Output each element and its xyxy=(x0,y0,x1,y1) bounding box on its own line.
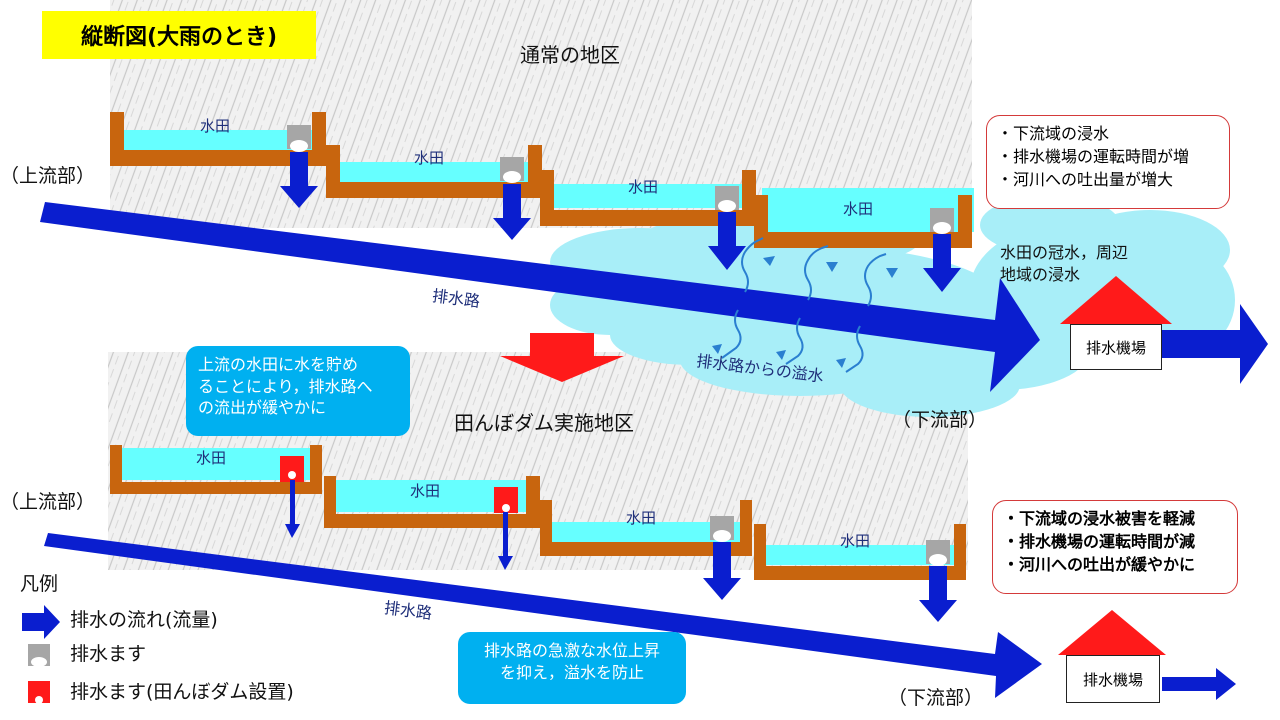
paddy-label-top-2: 水田 xyxy=(414,149,445,167)
top-note-3: ・河川への吐出量が増大 xyxy=(997,170,1174,190)
paddy-label-top-1: 水田 xyxy=(200,117,231,135)
overflow-arrows xyxy=(721,237,887,373)
bottom-note-3: ・河川への吐出が緩やかに xyxy=(1003,555,1196,575)
paddy-label-bottom-1: 水田 xyxy=(196,449,227,467)
legend-title: 凡例 xyxy=(20,573,59,595)
drain-box-top-1 xyxy=(280,125,318,208)
drain-box-top-4 xyxy=(923,208,961,292)
pump-station-bottom-label: 排水機場 xyxy=(1066,655,1160,703)
paddy-label-bottom-4: 水田 xyxy=(840,532,871,550)
paddy-dam-box-bottom-2 xyxy=(494,487,518,570)
top-downstream-label: （下流部） xyxy=(892,409,988,431)
drain-channel-arrow-top xyxy=(40,202,1040,392)
callout-upper-line3: の流出が緩やかに xyxy=(198,398,327,418)
paddy-bottom-4 xyxy=(754,524,966,580)
pump-station-top-label: 排水機場 xyxy=(1070,324,1162,370)
paddy-dam-box-bottom-1 xyxy=(280,456,304,538)
top-notes-box: ・下流域の浸水 ・排水機場の運転時間が増 ・河川への吐出量が増大 xyxy=(986,115,1230,209)
legend-item-flow: 排水の流れ(流量) xyxy=(70,609,218,631)
top-note-1: ・下流域の浸水 xyxy=(997,124,1110,143)
drain-box-bottom-3 xyxy=(703,516,741,600)
bottom-downstream-label: （下流部） xyxy=(888,687,984,709)
legend-item-drain-box: 排水ます xyxy=(70,643,147,665)
callout-upper-line2: ることにより，排水路へ xyxy=(198,376,373,396)
callout-lower-line1: 排水路の急激な水位上昇 xyxy=(483,641,660,660)
drain-box-top-2 xyxy=(493,157,531,240)
paddy-bottom-3 xyxy=(540,500,752,556)
paddy-label-bottom-2: 水田 xyxy=(410,482,441,500)
paddy-label-bottom-3: 水田 xyxy=(626,509,657,527)
paddy-top-3 xyxy=(540,170,756,226)
pump-station-top xyxy=(1060,276,1268,384)
gray-drain-box-icon xyxy=(28,644,50,667)
drain-box-bottom-4 xyxy=(919,540,957,622)
callout-upper: 上流の水田に水を貯め ることにより，排水路へ の流出が緩やかに xyxy=(186,346,410,436)
drain-channel-arrow-bottom xyxy=(44,533,1042,698)
top-upstream-label: （上流部） xyxy=(0,165,96,187)
diagram-title: 縦断図(大雨のとき) xyxy=(42,11,316,59)
pump-station-bottom xyxy=(1058,610,1236,700)
blue-arrow-icon xyxy=(22,605,60,639)
callout-upper-line1: 上流の水田に水を貯め xyxy=(198,355,359,374)
paddy-top-2 xyxy=(326,145,542,198)
bottom-upstream-label: （上流部） xyxy=(0,491,96,513)
bottom-note-1: ・下流域の浸水被害を軽減 xyxy=(1003,509,1196,528)
callout-lower-line2: を抑え，溢水を防止 xyxy=(499,662,644,682)
drain-box-top-3 xyxy=(708,186,746,270)
overflow-arrow-heads xyxy=(712,256,898,368)
flood-label-line2: 地域の浸水 xyxy=(1000,265,1081,284)
red-drain-box-icon xyxy=(28,681,50,704)
paddy-label-top-4: 水田 xyxy=(843,200,874,218)
top-note-2: ・排水機場の運転時間が増 xyxy=(997,147,1190,167)
transition-arrow xyxy=(500,333,624,382)
bottom-heading: 田んぼダム実施地区 xyxy=(454,411,634,435)
flood-label-line1: 水田の冠水，周辺 xyxy=(1000,243,1129,262)
paddy-top-1 xyxy=(110,112,326,166)
paddy-label-top-3: 水田 xyxy=(628,178,659,196)
callout-lower: 排水路の急激な水位上昇 を抑え，溢水を防止 xyxy=(458,632,686,704)
top-heading: 通常の地区 xyxy=(520,43,620,67)
bottom-note-2: ・排水機場の運転時間が減 xyxy=(1003,532,1196,552)
legend-item-paddy-dam-box: 排水ます(田んぼダム設置) xyxy=(70,681,294,703)
bottom-notes-box: ・下流域の浸水被害を軽減 ・排水機場の運転時間が減 ・河川への吐出が緩やかに xyxy=(992,500,1238,594)
